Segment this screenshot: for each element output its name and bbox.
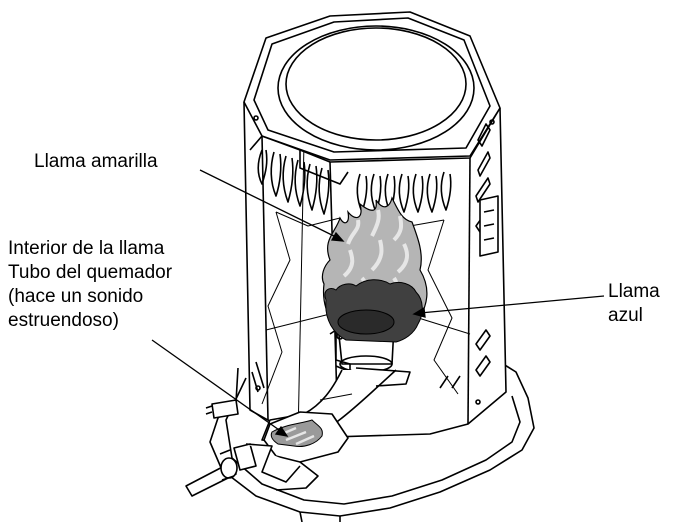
label-blue-flame-line1: Llama [608, 281, 660, 302]
leader-yellow-flame [199, 169, 339, 239]
leader-inner-flame [151, 339, 283, 433]
label-inner-flame-line3: (hace un sonido [8, 286, 144, 307]
inner-flame-shape [270, 419, 323, 447]
label-yellow-flame: Llama amarilla [34, 151, 158, 172]
label-blue-flame-line2: azul [608, 305, 643, 326]
label-inner-flame-line2: Tubo del quemador [8, 262, 173, 283]
leader-blue-flame [419, 295, 605, 314]
label-inner-flame-line4: estruendoso) [8, 310, 119, 331]
arrowhead-blue-flame [412, 306, 426, 318]
arrowhead-inner-flame [274, 425, 289, 437]
blue-flame-shape [324, 279, 423, 343]
label-inner-flame-line1: Interior de la llama [8, 238, 165, 259]
arrowhead-yellow-flame [330, 231, 345, 242]
